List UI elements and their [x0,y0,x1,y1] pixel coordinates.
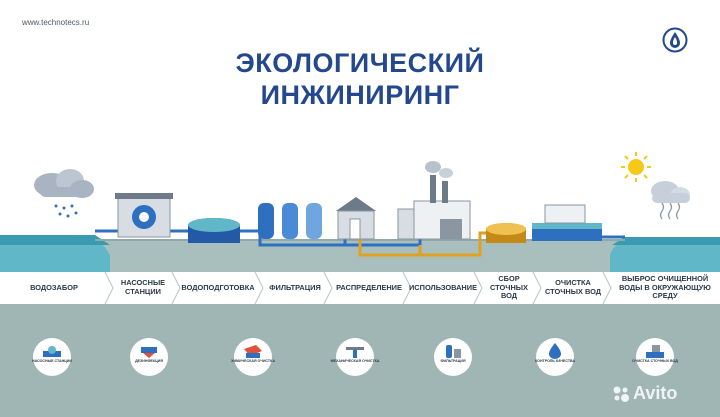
service-label: ФИЛЬТРАЦИЯ [440,359,466,363]
process-steps-band: ВОДОЗАБОР НАСОСНЫЕ СТАНЦИИ ВОДОПОДГОТОВК… [0,272,720,304]
service-pumping-stations[interactable]: НАСОСНЫЕ СТАНЦИИ [32,338,72,376]
water-cycle-illustration [0,152,720,272]
evaporation-cloud-icon [651,181,690,220]
service-label: НАСОСНЫЕ СТАНЦИИ [32,359,72,363]
service-quality-control[interactable]: КОНТРОЛЬ КАЧЕСТВА [535,338,575,376]
step-dividers [104,272,612,304]
sewage-collection-tank [486,223,526,243]
title-line-1: ЭКОЛОГИЧЕСКИЙ [235,48,485,78]
service-filtration[interactable]: ФИЛЬТРАЦИЯ [434,338,472,376]
sun-icon [621,152,651,182]
distribution-house [336,197,376,240]
service-disinfection[interactable]: ДЕЗИНФЕКЦИЯ [130,338,168,376]
services-band: НАСОСНЫЕ СТАНЦИИ ДЕЗИНФЕКЦИЯ ХИМИЧЕСКАЯ … [0,304,720,417]
pump-icon [43,346,61,357]
step-water-intake: ВОДОЗАБОР [30,282,78,292]
step-distribution: РАСПРЕДЕЛЕНИЕ [336,282,402,292]
title-line-2: ИНЖИНИРИНГ [260,80,460,110]
technotecs-logo-icon [662,27,688,53]
filtration-tanks [258,203,322,239]
step-discharge: ВЫБРОС ОЧИЩЕННОЙ ВОДЫ В ОКРУЖАЮЩУЮ СРЕДУ [619,274,711,301]
avito-watermark: Avito [612,383,677,404]
service-label: ХИМИЧЕСКАЯ ОЧИСТКА [231,359,275,363]
site-url[interactable]: www.technotecs.ru [22,18,90,27]
mechanical-treatment-icon [346,347,364,358]
chemical-treatment-icon [244,345,262,358]
step-pumping-stations: НАСОСНЫЕ СТАНЦИИ [120,278,166,296]
factory-building [397,161,471,240]
service-label: КОНТРОЛЬ КАЧЕСТВА [534,359,576,363]
avito-watermark-text: Avito [633,383,678,403]
service-wastewater-treatment[interactable]: ОЧИСТКА СТОЧНЫХ ВОД [632,338,678,376]
filter-icon [446,345,461,358]
step-water-treatment: ВОДОПОДГОТОВКА [181,282,255,292]
water-right [610,237,720,272]
treatment-plant-icon [646,345,664,358]
service-label: ДЕЗИНФЕКЦИЯ [135,359,163,363]
wastewater-treatment-plant [532,204,602,241]
water-drop-icon [549,343,561,359]
disinfection-icon [141,347,157,358]
pumping-station-building [115,193,173,238]
service-chemical-treatment[interactable]: ХИМИЧЕСКАЯ ОЧИСТКА [231,338,275,376]
rain-cloud-icon [34,169,94,218]
step-filtration: ФИЛЬТРАЦИЯ [269,282,321,292]
step-wastewater-treatment: ОЧИСТКА СТОЧНЫХ ВОД [544,278,602,296]
step-usage: ИСПОЛЬЗОВАНИЕ [409,282,478,292]
service-mechanical-treatment[interactable]: МЕХАНИЧЕСКАЯ ОЧИСТКА [331,338,379,376]
service-label: ОЧИСТКА СТОЧНЫХ ВОД [632,359,678,363]
service-label: МЕХАНИЧЕСКАЯ ОЧИСТКА [330,359,380,363]
water-treatment-tank [188,218,240,243]
avito-logo-icon [613,386,629,402]
step-sewage-collection: СБОР СТОЧНЫХ ВОД [490,274,528,301]
